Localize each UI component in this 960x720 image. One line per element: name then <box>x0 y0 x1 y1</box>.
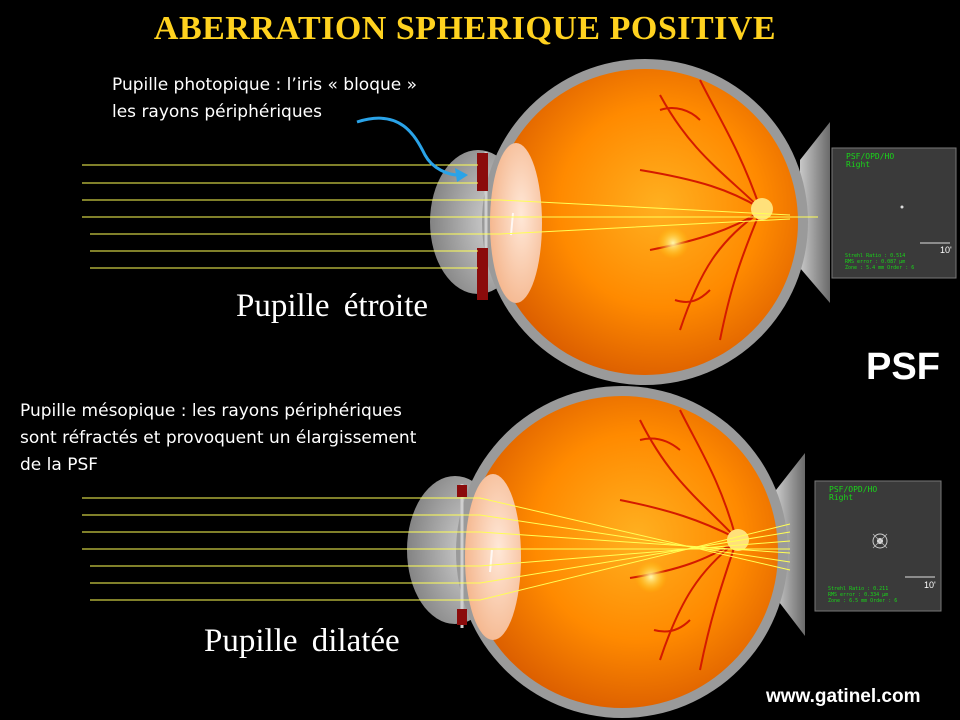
bottom-note-line3: de la PSF <box>20 455 99 475</box>
psf-bottom-eye: Right <box>829 493 853 502</box>
bottom-rays <box>82 497 791 601</box>
top-arrow <box>356 116 463 177</box>
svg-text:RMS error : 0.334 µm: RMS error : 0.334 µm <box>828 592 888 598</box>
psf-top-scale: 10' <box>940 245 952 255</box>
psf-top-header: PSF/OPD/HO <box>846 152 894 161</box>
svg-text:Zone : 5.4 mm Order : 6: Zone : 5.4 mm Order : 6 <box>845 265 914 271</box>
psf-top-eye: Right <box>846 160 870 169</box>
top-eye-globe <box>492 69 798 375</box>
top-arrow-head <box>455 168 468 182</box>
psf-panel-bottom: PSF/OPD/HO Right 10' Strehl Ratio : 0.21… <box>814 480 942 612</box>
top-note: Pupille photopique : l’iris « bloque » l… <box>112 72 417 126</box>
top-eye <box>82 59 830 385</box>
bottom-note: Pupille mésopique : les rayons périphéri… <box>20 398 416 479</box>
top-eye-optic-disc <box>751 198 773 220</box>
svg-text:Strehl Ratio : 0.514: Strehl Ratio : 0.514 <box>845 253 905 259</box>
bottom-note-line2: sont réfractés et provoquent un élargiss… <box>20 428 417 448</box>
top-note-line2: les rayons périphériques <box>112 102 322 122</box>
bottom-caption: Pupille dilatée <box>204 623 400 659</box>
bottom-eye <box>82 386 805 718</box>
bottom-eye-optic-disc <box>727 529 749 551</box>
bottom-eye-fovea <box>635 561 667 593</box>
website-link[interactable]: www.gatinel.com <box>766 686 921 707</box>
bottom-eye-globe <box>466 396 778 708</box>
bottom-eye-lens <box>465 474 521 640</box>
slide-title: ABERRATION SPHERIQUE POSITIVE <box>153 10 777 47</box>
top-rays <box>82 164 818 269</box>
psf-panel-top: PSF/OPD/HO Right 10' Strehl Ratio : 0.51… <box>831 147 957 279</box>
top-iris-lower <box>477 248 488 300</box>
svg-text:RMS error : 0.087 µm: RMS error : 0.087 µm <box>845 259 905 265</box>
top-caption: Pupille étroite <box>236 288 429 324</box>
top-note-line1: Pupille photopique : l’iris « bloque » <box>112 75 418 95</box>
top-eye-fovea <box>657 227 689 259</box>
psf-label: PSF <box>866 346 940 388</box>
svg-text:Strehl Ratio : 0.211: Strehl Ratio : 0.211 <box>828 586 888 592</box>
top-eye-cone <box>800 122 830 303</box>
svg-text:Zone : 6.5 mm Order : 6: Zone : 6.5 mm Order : 6 <box>828 598 897 604</box>
top-eye-lens <box>490 143 542 303</box>
bottom-iris-upper <box>457 485 467 497</box>
top-iris-upper <box>477 153 488 191</box>
psf-bottom-header: PSF/OPD/HO <box>829 485 877 494</box>
bottom-note-line1: Pupille mésopique : les rayons périphéri… <box>20 401 402 421</box>
bottom-iris-lower <box>457 609 467 625</box>
psf-bottom-scale: 10' <box>924 580 936 590</box>
